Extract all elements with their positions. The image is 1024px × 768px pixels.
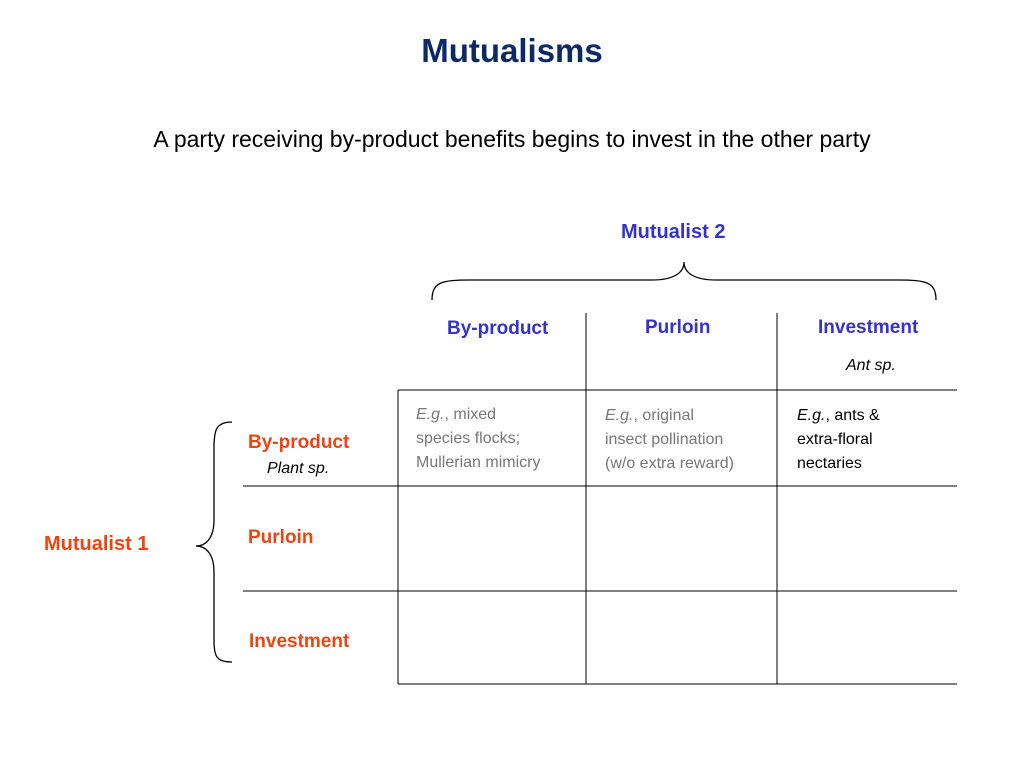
row-header-byproduct: By-product — [248, 432, 350, 453]
mutualist1-brace — [195, 421, 233, 663]
row-header-investment: Investment — [249, 631, 350, 652]
row-sublabel-plant: Plant sp. — [267, 460, 330, 477]
mutualist2-label: Mutualist 2 — [621, 221, 726, 243]
cell-text: , ants & — [825, 407, 880, 424]
cell-prefix: E.g. — [797, 407, 826, 424]
cell-line2: species flocks; — [416, 430, 521, 447]
column-header-investment: Investment — [818, 317, 919, 338]
column-header-purloin: Purloin — [645, 317, 711, 338]
cell-prefix: E.g. — [605, 407, 634, 424]
cell-byproduct-purloin: E.g., original insect pollination (w/o e… — [605, 404, 734, 476]
mutualist2-brace — [431, 261, 937, 301]
cell-line2: extra-floral — [797, 431, 873, 448]
page-title: Mutualisms — [421, 32, 603, 69]
cell-byproduct-byproduct: E.g., mixed species flocks; Mullerian mi… — [416, 403, 540, 475]
cell-line3: Mullerian mimicry — [416, 454, 541, 471]
row-header-purloin: Purloin — [248, 527, 314, 548]
column-header-byproduct: By-product — [447, 318, 549, 339]
cell-text: , original — [633, 407, 694, 424]
column-sublabel-ant: Ant sp. — [846, 357, 896, 374]
cell-text: , mixed — [444, 406, 497, 423]
mutualist1-label: Mutualist 1 — [44, 533, 149, 555]
subtitle: A party receiving by-product benefits be… — [153, 126, 871, 152]
cell-line3: nectaries — [797, 455, 862, 472]
cell-line2: insect pollination — [605, 431, 724, 448]
cell-byproduct-investment: E.g., ants & extra-floral nectaries — [797, 404, 880, 476]
cell-prefix: E.g. — [416, 406, 445, 423]
cell-line3: (w/o extra reward) — [605, 455, 734, 472]
